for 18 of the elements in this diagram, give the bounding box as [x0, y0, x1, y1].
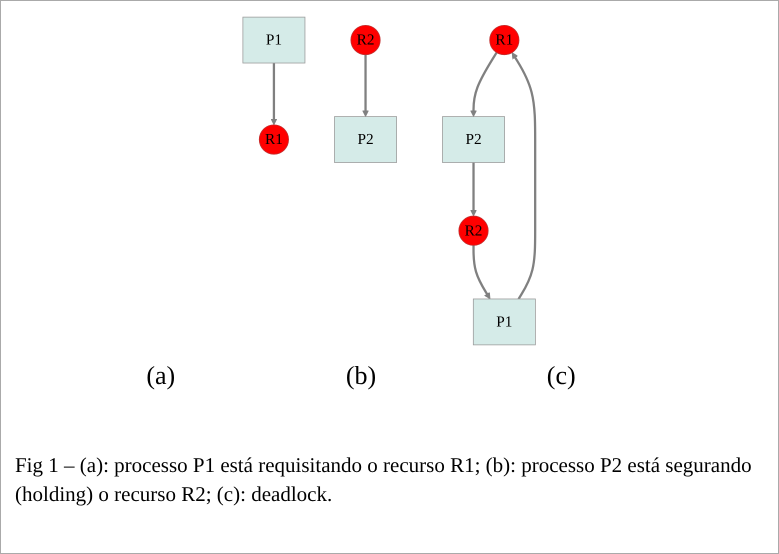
node-box: P1 — [242, 16, 306, 64]
arrow — [270, 63, 278, 126]
arrow — [472, 245, 491, 300]
panel-label: (b) — [346, 361, 376, 391]
node-box: P2 — [334, 116, 398, 163]
arrow — [512, 52, 537, 300]
node-circle: R2 — [458, 216, 489, 246]
node-circle: R1 — [259, 124, 290, 155]
arrow — [470, 52, 498, 117]
node-circle: R2 — [350, 25, 381, 56]
arrow — [470, 162, 478, 216]
node-circle: R1 — [490, 25, 520, 56]
panel-label: (a) — [146, 361, 176, 391]
node-box: P1 — [473, 298, 536, 346]
panel-label: (c) — [546, 361, 576, 391]
node-box: P2 — [442, 116, 506, 163]
figure-caption: Fig 1 – (a): processo P1 está requisitando o recurso R1; (b): processo P2 está segurando (holding) o recurso R2; (c): deadlock. — [15, 452, 753, 508]
arrow — [362, 54, 370, 117]
